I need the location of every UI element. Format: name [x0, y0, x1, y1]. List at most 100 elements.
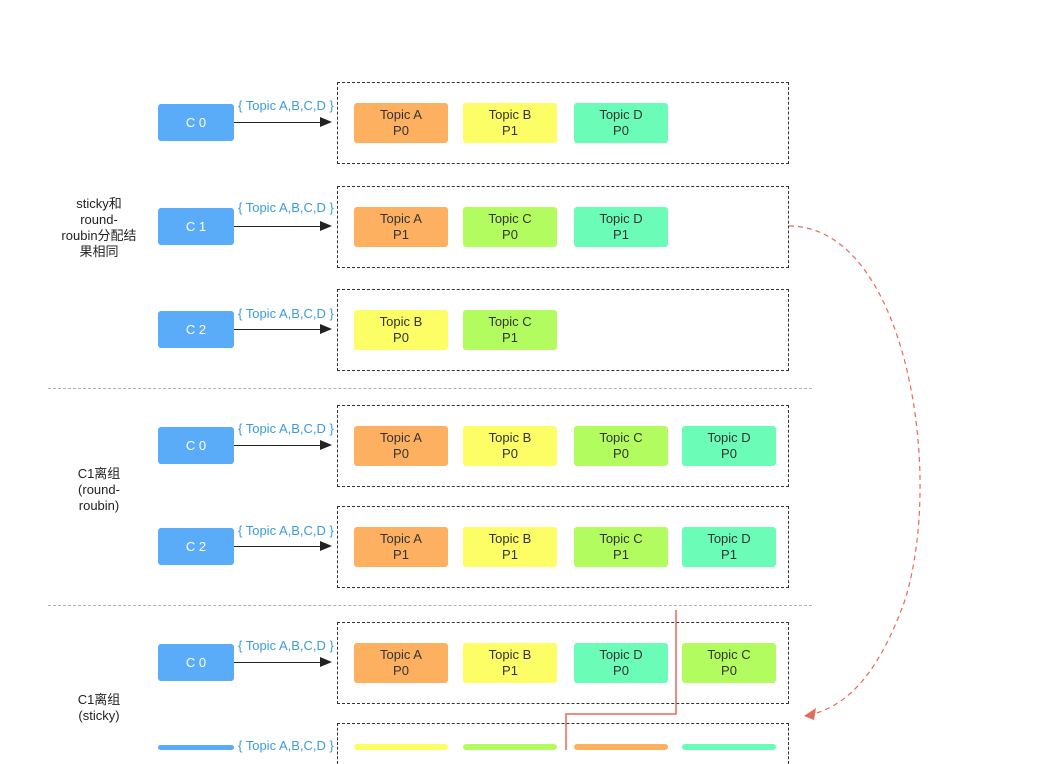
subscription-label: { Topic A,B,C,D }: [238, 523, 334, 538]
consumer-node: C 0: [158, 427, 234, 464]
partition-id: P0: [613, 663, 629, 678]
solid-connector-line: [565, 610, 677, 750]
partition-topic: Topic A: [380, 647, 422, 662]
subscription-label: { Topic A,B,C,D }: [238, 738, 334, 753]
partition-card: Topic D P0: [574, 643, 668, 683]
partition-card: Topic A P1: [354, 207, 448, 247]
partition-id: P0: [393, 446, 409, 461]
partition-id: P0: [393, 663, 409, 678]
group-label-line: C1离组: [77, 466, 121, 481]
partition-topic: Topic B: [488, 107, 532, 122]
partition-topic: Topic B: [488, 531, 532, 546]
partition-box: [337, 723, 789, 764]
partition-topic: Topic D: [707, 430, 751, 445]
partition-topic: Topic B: [488, 647, 532, 662]
partition-id: P1: [502, 123, 518, 138]
group-label-1: sticky和 round- roubin分配结 果相同: [44, 196, 154, 260]
partition-id: P1: [502, 663, 518, 678]
partition-topic: Topic D: [707, 531, 751, 546]
partition-box: [337, 186, 789, 268]
subscription-label: { Topic A,B,C,D }: [238, 421, 334, 436]
partition-box: [337, 405, 789, 487]
partition-topic: Topic C: [599, 430, 643, 445]
partition-id: P0: [393, 123, 409, 138]
group-label-line: roubin分配结: [61, 228, 137, 243]
partition-topic: Topic D: [599, 647, 643, 662]
group-separator: [48, 605, 812, 606]
group-label-line: round-: [80, 212, 118, 227]
partition-id: P0: [393, 330, 409, 345]
partition-topic: Topic A: [380, 107, 422, 122]
partition-id: P1: [393, 547, 409, 562]
partition-card: Topic D P1: [682, 527, 776, 567]
partition-box: [337, 506, 789, 588]
partition-topic: Topic D: [599, 107, 643, 122]
partition-card: Topic A P0: [354, 103, 448, 143]
partition-card: Topic D P0: [574, 103, 668, 143]
partition-card: Topic A P1: [354, 527, 448, 567]
group-label-line: roubin): [78, 498, 120, 513]
group-label-line: sticky和: [76, 196, 122, 211]
partition-card: Topic C P0: [682, 643, 776, 683]
assignment-arrow: [234, 657, 332, 667]
partition-box: [337, 289, 789, 371]
arrow-head: [804, 708, 816, 720]
partition-box: [337, 622, 789, 704]
partition-card: Topic B P1: [463, 643, 557, 683]
consumer-node: C 0: [158, 644, 234, 681]
subscription-label: { Topic A,B,C,D }: [238, 200, 334, 215]
partition-card: Topic B P0: [463, 426, 557, 466]
group-label-2: C1离组 (round- roubin): [44, 466, 154, 514]
partition-topic: Topic B: [379, 314, 423, 329]
partition-card: Topic D P0: [682, 426, 776, 466]
partition-id: P1: [502, 547, 518, 562]
partition-card: Topic A P0: [354, 426, 448, 466]
partition-card: Topic C P0: [574, 426, 668, 466]
group-label-line: C1离组: [77, 692, 121, 707]
partition-id: P1: [502, 330, 518, 345]
partition-card: Topic B P1: [463, 103, 557, 143]
partition-card: Topic D P1: [574, 207, 668, 247]
subscription-label: { Topic A,B,C,D }: [238, 98, 334, 113]
partition-card: [463, 744, 557, 750]
group-label-line: 果相同: [79, 244, 119, 259]
consumer-node: C 2: [158, 311, 234, 348]
partition-topic: Topic D: [599, 211, 643, 226]
group-separator: [48, 388, 812, 389]
partition-id: P1: [721, 547, 737, 562]
partition-topic: Topic A: [380, 211, 422, 226]
partition-id: P0: [613, 123, 629, 138]
partition-card: [574, 744, 668, 750]
partition-topic: Topic A: [380, 531, 422, 546]
partition-topic: Topic C: [599, 531, 643, 546]
partition-card: Topic C P0: [463, 207, 557, 247]
group-label-3: C1离组 (sticky): [44, 692, 154, 724]
assignment-arrow: [234, 324, 332, 334]
partition-topic: Topic B: [488, 430, 532, 445]
assignment-arrow: [234, 221, 332, 231]
partition-id: P0: [721, 446, 737, 461]
assignment-arrow: [234, 541, 332, 551]
partition-topic: Topic C: [488, 211, 532, 226]
consumer-node: C 1: [158, 208, 234, 245]
partition-topic: Topic C: [707, 647, 751, 662]
partition-id: P0: [502, 446, 518, 461]
partition-card: [682, 744, 776, 750]
partition-id: P0: [613, 446, 629, 461]
partition-id: P0: [502, 227, 518, 242]
subscription-label: { Topic A,B,C,D }: [238, 638, 334, 653]
partition-card: [354, 744, 448, 750]
partition-topic: Topic A: [380, 430, 422, 445]
group-label-line: (round-: [78, 482, 120, 497]
group-label-line: (sticky): [78, 708, 120, 723]
partition-box: [337, 82, 789, 164]
consumer-node: C 2: [158, 528, 234, 565]
consumer-node: C 0: [158, 104, 234, 141]
partition-id: P1: [393, 227, 409, 242]
partition-id: P1: [613, 227, 629, 242]
partition-card: Topic C P1: [463, 310, 557, 350]
assignment-arrow: [234, 440, 332, 450]
subscription-label: { Topic A,B,C,D }: [238, 306, 334, 321]
partition-card: Topic B P1: [463, 527, 557, 567]
